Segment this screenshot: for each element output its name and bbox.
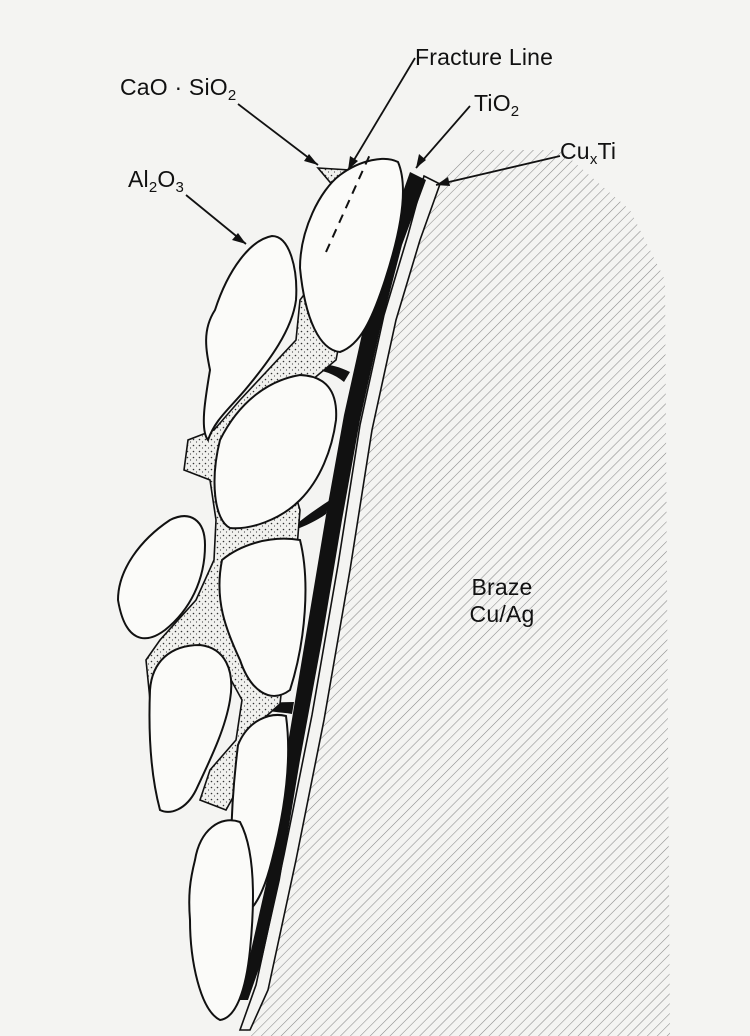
fracture-line (325, 149, 373, 253)
label-cuxti: CuxTi (560, 138, 617, 168)
arrow-cao (237, 103, 319, 166)
al2o3-text-a: Al (128, 166, 149, 192)
alumina-grains (116, 157, 404, 1022)
label-al2o3: Al2O3 (128, 166, 184, 196)
al2o3-text-b: O (157, 166, 176, 192)
arrowhead-tio2 (416, 154, 426, 168)
cao-sio2-subscript: 2 (227, 87, 237, 104)
arrowhead-cao (304, 154, 318, 165)
arrowhead-al2o3 (232, 233, 246, 244)
cao-sio2-text: CaO · SiO (120, 74, 228, 100)
braze-line-1: Braze (471, 574, 533, 600)
label-cao-sio2: CaO · SiO2 (120, 74, 236, 104)
cuxti-text-post: Ti (597, 138, 617, 164)
arrow-heads (232, 154, 450, 244)
grain-bottom (188, 819, 254, 1022)
al2o3-subscript-1: 2 (148, 179, 158, 196)
arrow-fracture (347, 57, 416, 171)
al2o3-subscript-2: 3 (175, 179, 185, 196)
arrowhead-fracture (348, 156, 358, 170)
grain-3 (213, 373, 338, 530)
label-fracture-line: Fracture Line (415, 46, 553, 69)
braze-region (245, 150, 670, 1036)
grain-2 (202, 234, 298, 443)
braze-line-2: Cu/Ag (469, 601, 535, 627)
cuxti-subscript: x (589, 151, 598, 168)
cuxti-text-pre: Cu (560, 138, 590, 164)
grain-top (298, 157, 404, 354)
tio2-subscript: 2 (510, 103, 520, 120)
arrowhead-cuxti (436, 177, 450, 186)
grain-5 (148, 643, 233, 813)
tio2-text: TiO (474, 90, 511, 116)
fracture-line-text: Fracture Line (415, 44, 554, 70)
grain-4 (218, 537, 307, 697)
grain-left (116, 515, 207, 640)
arrow-tio2 (415, 105, 471, 169)
cuxti-layer (238, 174, 441, 1031)
label-tio2: TiO2 (474, 90, 519, 120)
label-braze: Braze Cu/Ag (452, 576, 552, 626)
arrow-cuxti (435, 155, 561, 186)
